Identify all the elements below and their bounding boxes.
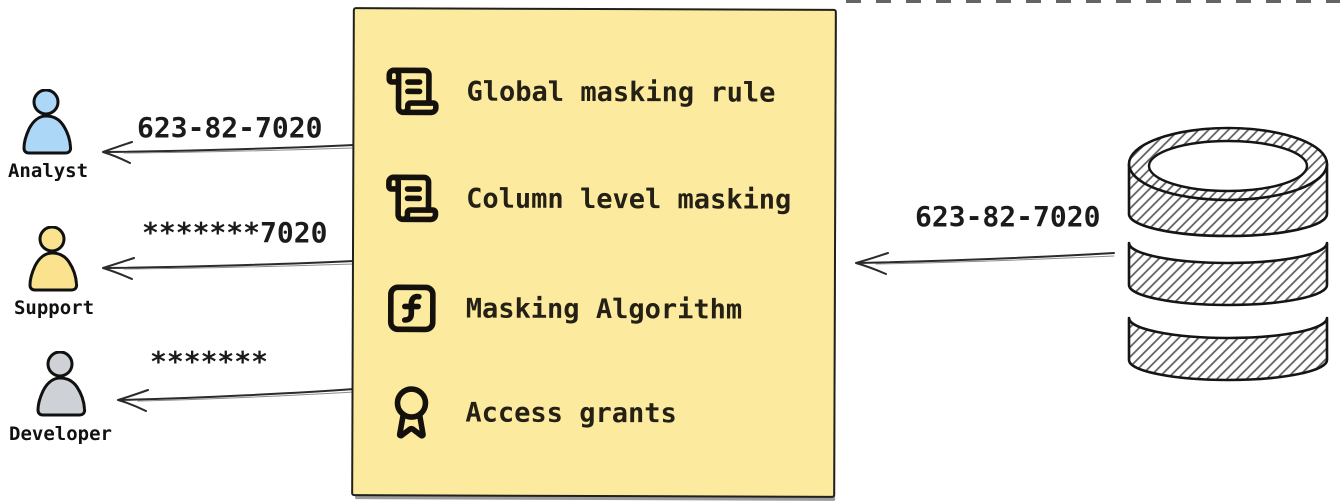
support-received-value: *******7020	[142, 216, 328, 249]
database-icon	[1127, 126, 1329, 382]
masking-box-row: Global masking rule	[384, 63, 775, 120]
arrow-to-developer	[117, 388, 355, 412]
developer-head	[46, 351, 74, 378]
database-top-opening	[1147, 139, 1309, 193]
cropped-dashed-border	[846, 0, 1340, 3]
masking-box-row: Access grants	[383, 384, 677, 441]
analyst-person-icon	[22, 89, 73, 155]
masking-policies-box: Global masking rule Column level masking…	[351, 7, 837, 498]
scroll-text-icon	[386, 67, 439, 116]
support-label: Support	[13, 297, 95, 319]
developer-label: Developer	[9, 423, 112, 445]
arrow-to-analyst	[102, 141, 355, 164]
developer-body	[36, 376, 87, 417]
developer-person-icon	[36, 351, 87, 417]
support-person-icon	[28, 226, 79, 292]
award-icon	[394, 386, 429, 439]
arrow-to-support	[102, 257, 355, 280]
database-bottom-band	[1127, 316, 1329, 382]
analyst-body	[22, 114, 73, 155]
analyst-label: Analyst	[7, 160, 89, 182]
access-grants-label: Access grants	[465, 397, 677, 429]
masking-box-row: Column level masking	[384, 170, 791, 227]
database-middle-band	[1127, 241, 1329, 307]
support-head	[38, 226, 66, 253]
developer-received-value: *******	[150, 345, 269, 378]
masking-box-row: Masking Algorithm	[384, 280, 743, 337]
function-square-icon	[387, 284, 436, 333]
analyst-received-value: 623-82-7020	[137, 111, 323, 144]
arrow-database-to-box	[855, 252, 1115, 275]
support-body	[28, 251, 79, 292]
analyst-head	[32, 89, 60, 116]
database-outgoing-value: 623-82-7020	[915, 200, 1101, 233]
scroll-text-icon	[386, 174, 439, 223]
column-masking-label: Column level masking	[466, 183, 792, 216]
masking-rule-label: Global masking rule	[466, 76, 776, 109]
masking-algorithm-label: Masking Algorithm	[465, 293, 743, 326]
